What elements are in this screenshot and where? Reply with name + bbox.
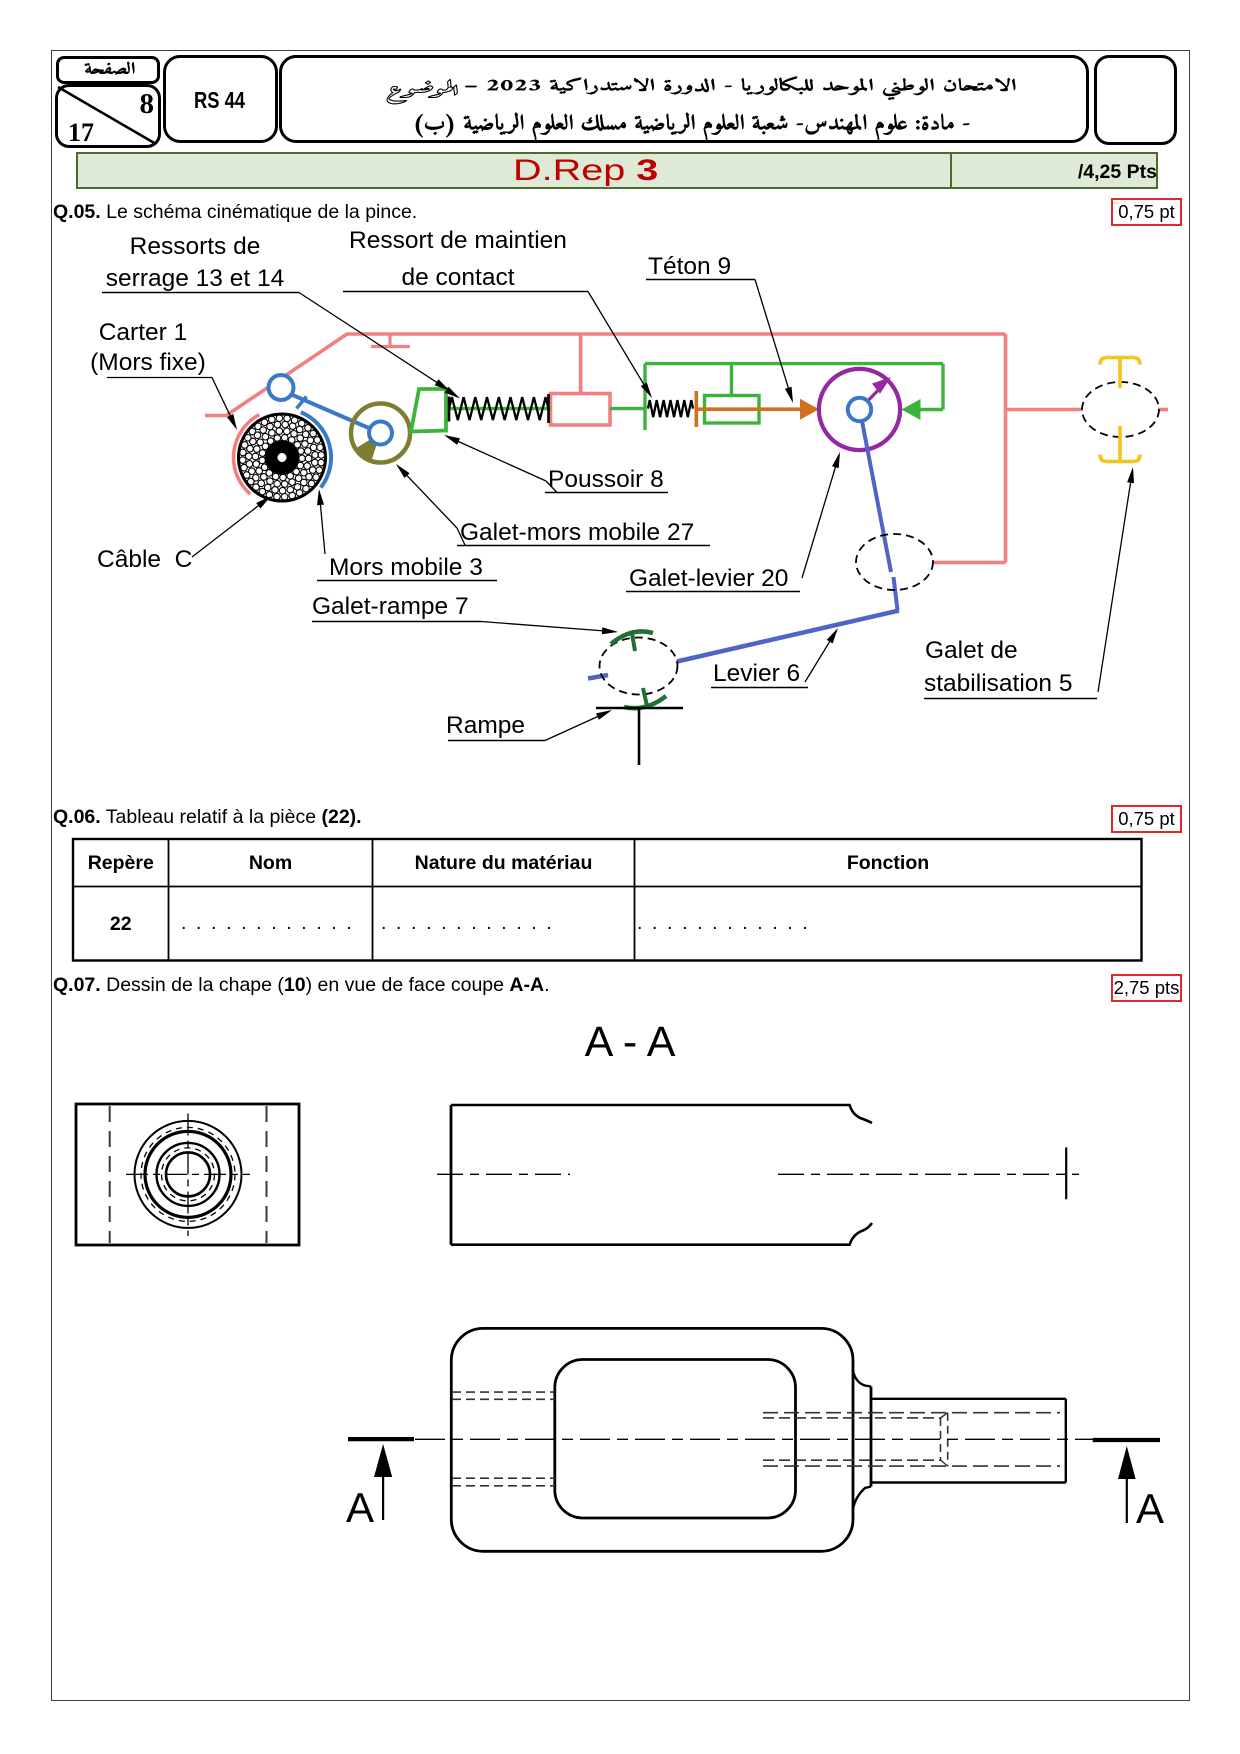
svg-text:Repère: Repère	[88, 852, 154, 874]
svg-text:A - A: A - A	[585, 1018, 676, 1066]
svg-text:Galet-rampe 7: Galet-rampe 7	[312, 593, 469, 620]
svg-text:A: A	[346, 1484, 374, 1531]
svg-text:8: 8	[140, 88, 155, 120]
svg-text:. . . . . . . . . . . .: . . . . . . . . . . . .	[181, 912, 354, 934]
svg-text:22: 22	[110, 913, 132, 935]
svg-text:Galet-mors mobile 27: Galet-mors mobile 27	[460, 519, 694, 546]
svg-text:A: A	[1136, 1485, 1164, 1532]
svg-text:. . . . . . . . . . . .: . . . . . . . . . . . .	[381, 912, 554, 934]
svg-text:. . . . . . . . . . . .: . . . . . . . . . . . .	[637, 912, 810, 934]
svg-text:Ressorts de: Ressorts de	[130, 233, 261, 260]
svg-text:Nature du matériau: Nature du matériau	[415, 852, 593, 874]
svg-text:Galet de: Galet de	[925, 637, 1018, 664]
svg-text:Galet-levier 20: Galet-levier 20	[629, 565, 788, 592]
svg-text:Téton 9: Téton 9	[648, 253, 731, 280]
svg-text:17: 17	[68, 118, 94, 147]
svg-text:RS 44: RS 44	[194, 87, 245, 113]
svg-text:Rampe: Rampe	[446, 712, 525, 739]
svg-text:Mors mobile 3: Mors mobile 3	[329, 554, 483, 581]
svg-text:Levier 6: Levier 6	[713, 660, 800, 687]
svg-text:(Mors fixe): (Mors fixe)	[90, 349, 206, 376]
svg-text:Fonction: Fonction	[847, 852, 929, 874]
svg-text:Câble C: Câble C	[97, 546, 192, 573]
svg-text:stabilisation 5: stabilisation 5	[924, 670, 1072, 697]
svg-text:Nom: Nom	[249, 852, 292, 874]
svg-text:Carter 1: Carter 1	[99, 319, 188, 346]
svg-text:Ressort de maintien: Ressort de maintien	[349, 227, 567, 254]
svg-text:serrage 13 et 14: serrage 13 et 14	[106, 265, 284, 292]
svg-text:de contact: de contact	[401, 264, 514, 291]
svg-text:Poussoir 8: Poussoir 8	[548, 466, 664, 493]
